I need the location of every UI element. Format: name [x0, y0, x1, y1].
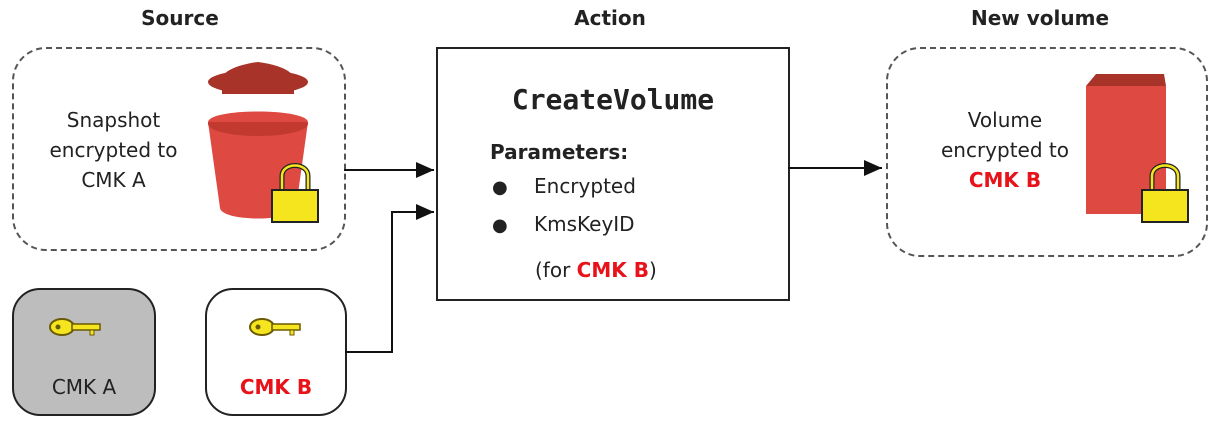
volume-line-2: encrypted to	[940, 138, 1069, 162]
column-title-action: Action	[574, 6, 646, 30]
volume-line-1: Volume	[967, 108, 1043, 132]
param-encrypted: ● Encrypted	[492, 174, 636, 198]
bullet-icon: ●	[492, 177, 508, 198]
parameters-title: Parameters:	[490, 140, 629, 164]
new-volume-description: Volume encrypted to CMK B	[925, 105, 1085, 195]
key-b-label: CMK B	[239, 375, 313, 399]
key-b-box	[205, 288, 347, 416]
bullet-icon: ●	[492, 215, 508, 236]
param-kmskeyid: ● KmsKeyID	[492, 212, 635, 236]
source-line-2: encrypted to	[49, 138, 178, 162]
volume-lock-icon	[1141, 163, 1189, 223]
new-volume-box	[886, 47, 1208, 257]
param-for-prefix: (for	[535, 258, 577, 282]
key-a-label: CMK A	[51, 375, 117, 399]
param-for-suffix: )	[648, 258, 657, 282]
api-name: CreateVolume	[511, 83, 715, 116]
key-b-icon	[249, 318, 301, 336]
arrow-key-b-to-action	[345, 204, 434, 353]
param-kmskeyid-label: KmsKeyID	[534, 212, 635, 236]
column-title-new-volume: New volume	[970, 6, 1110, 30]
param-for-key: (for CMK B)	[535, 258, 657, 282]
source-line-1: Snapshot	[66, 108, 161, 132]
param-encrypted-label: Encrypted	[534, 174, 636, 198]
key-a-icon	[49, 318, 101, 336]
volume-block-icon	[1086, 74, 1166, 214]
param-for-key-name: CMK B	[576, 258, 649, 282]
key-a-box	[12, 288, 156, 416]
action-createvolume-box	[436, 47, 790, 301]
column-title-source: Source	[141, 6, 219, 30]
volume-line-3-key: CMK B	[968, 168, 1042, 192]
snapshot-lock-icon	[271, 163, 319, 223]
source-snapshot-box	[12, 47, 346, 251]
source-description: Snapshot encrypted to CMK A	[36, 105, 191, 195]
source-line-3: CMK A	[81, 168, 146, 192]
